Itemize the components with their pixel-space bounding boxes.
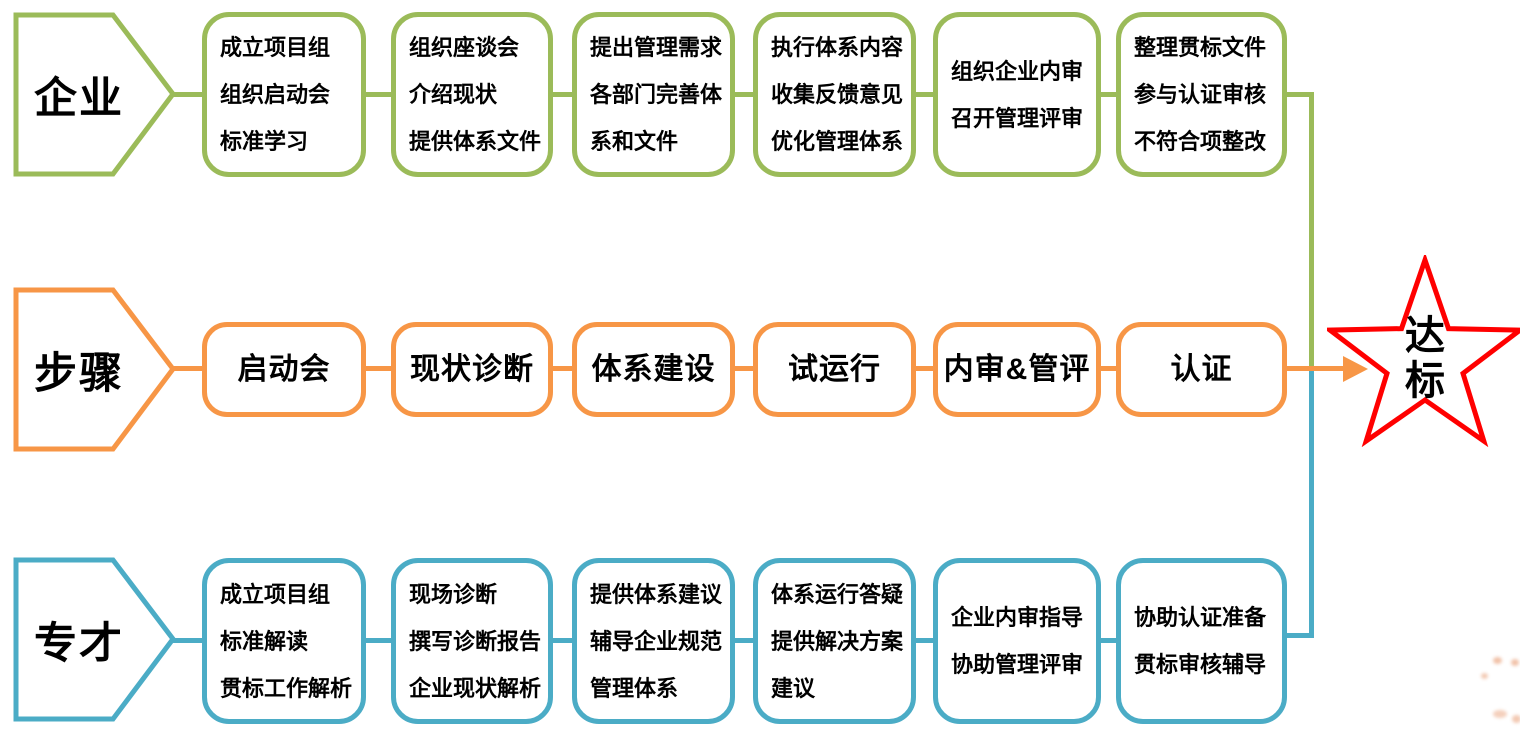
connector: [1099, 638, 1118, 643]
enterprise-row-label: 企业: [34, 74, 124, 123]
enterprise-box-4: 执行体系内容 收集反馈意见 优化管理体系: [753, 12, 916, 177]
goal-label: 达标: [1405, 314, 1445, 403]
steps-box-4: 试运行: [753, 322, 916, 417]
steps-box-6: 认证: [1116, 322, 1287, 417]
connector: [364, 92, 393, 97]
connector: [551, 366, 574, 371]
enterprise-box-5: 组织企业内审 召开管理评审: [933, 12, 1101, 177]
print-smudge: [1493, 710, 1507, 718]
steps-box-2: 现状诊断: [391, 322, 553, 417]
print-smudge: [1481, 673, 1488, 679]
connector: [170, 638, 204, 643]
connector: [170, 92, 204, 97]
arrow-to-goal: [1285, 366, 1345, 371]
steps-pentagon-icon: [13, 287, 176, 452]
connector: [733, 92, 755, 97]
connector: [364, 366, 393, 371]
green-down-connector: [1309, 92, 1314, 366]
steps-row-label: 步骤: [34, 349, 124, 398]
specialist-box-6: 协助认证准备 贯标审核辅导: [1116, 558, 1287, 724]
print-smudge: [1493, 657, 1502, 664]
print-smudge: [1511, 659, 1519, 666]
steps-box-1: 启动会: [202, 322, 366, 417]
connector: [1099, 92, 1118, 97]
connector: [914, 92, 935, 97]
connector: [733, 638, 755, 643]
connector: [170, 366, 204, 371]
specialist-row-label: 专才: [34, 619, 124, 668]
enterprise-box-6: 整理贯标文件 参与认证审核 不符合项整改: [1116, 12, 1287, 177]
print-smudge: [1512, 715, 1520, 723]
arrowhead-icon: [1343, 356, 1368, 382]
green-down-connector: [1285, 92, 1314, 97]
steps-box-5: 内审&管评: [933, 322, 1101, 417]
connector: [914, 366, 935, 371]
specialist-box-3: 提供体系建议 辅导企业规范 管理体系: [572, 558, 735, 724]
connector: [364, 638, 393, 643]
specialist-box-2: 现场诊断 撰写诊断报告 企业现状解析: [391, 558, 553, 724]
specialist-box-1: 成立项目组 标准解读 贯标工作解析: [202, 558, 366, 724]
connector: [551, 92, 574, 97]
blue-up-connector: [1309, 371, 1314, 638]
steps-box-3: 体系建设: [572, 322, 735, 417]
connector: [1099, 366, 1118, 371]
specialist-pentagon-icon: [13, 557, 176, 722]
connector: [551, 638, 574, 643]
enterprise-box-3: 提出管理需求 各部门完善体 系和文件: [572, 12, 735, 177]
blue-up-connector: [1285, 633, 1314, 638]
connector: [733, 366, 755, 371]
specialist-box-5: 企业内审指导 协助管理评审: [933, 558, 1101, 724]
enterprise-box-2: 组织座谈会 介绍现状 提供体系文件: [391, 12, 553, 177]
enterprise-pentagon-icon: [13, 12, 176, 177]
connector: [914, 638, 935, 643]
specialist-box-4: 体系运行答疑 提供解决方案 建议: [753, 558, 916, 724]
enterprise-box-1: 成立项目组 组织启动会 标准学习: [202, 12, 366, 177]
goal-star-icon: [1327, 255, 1520, 447]
